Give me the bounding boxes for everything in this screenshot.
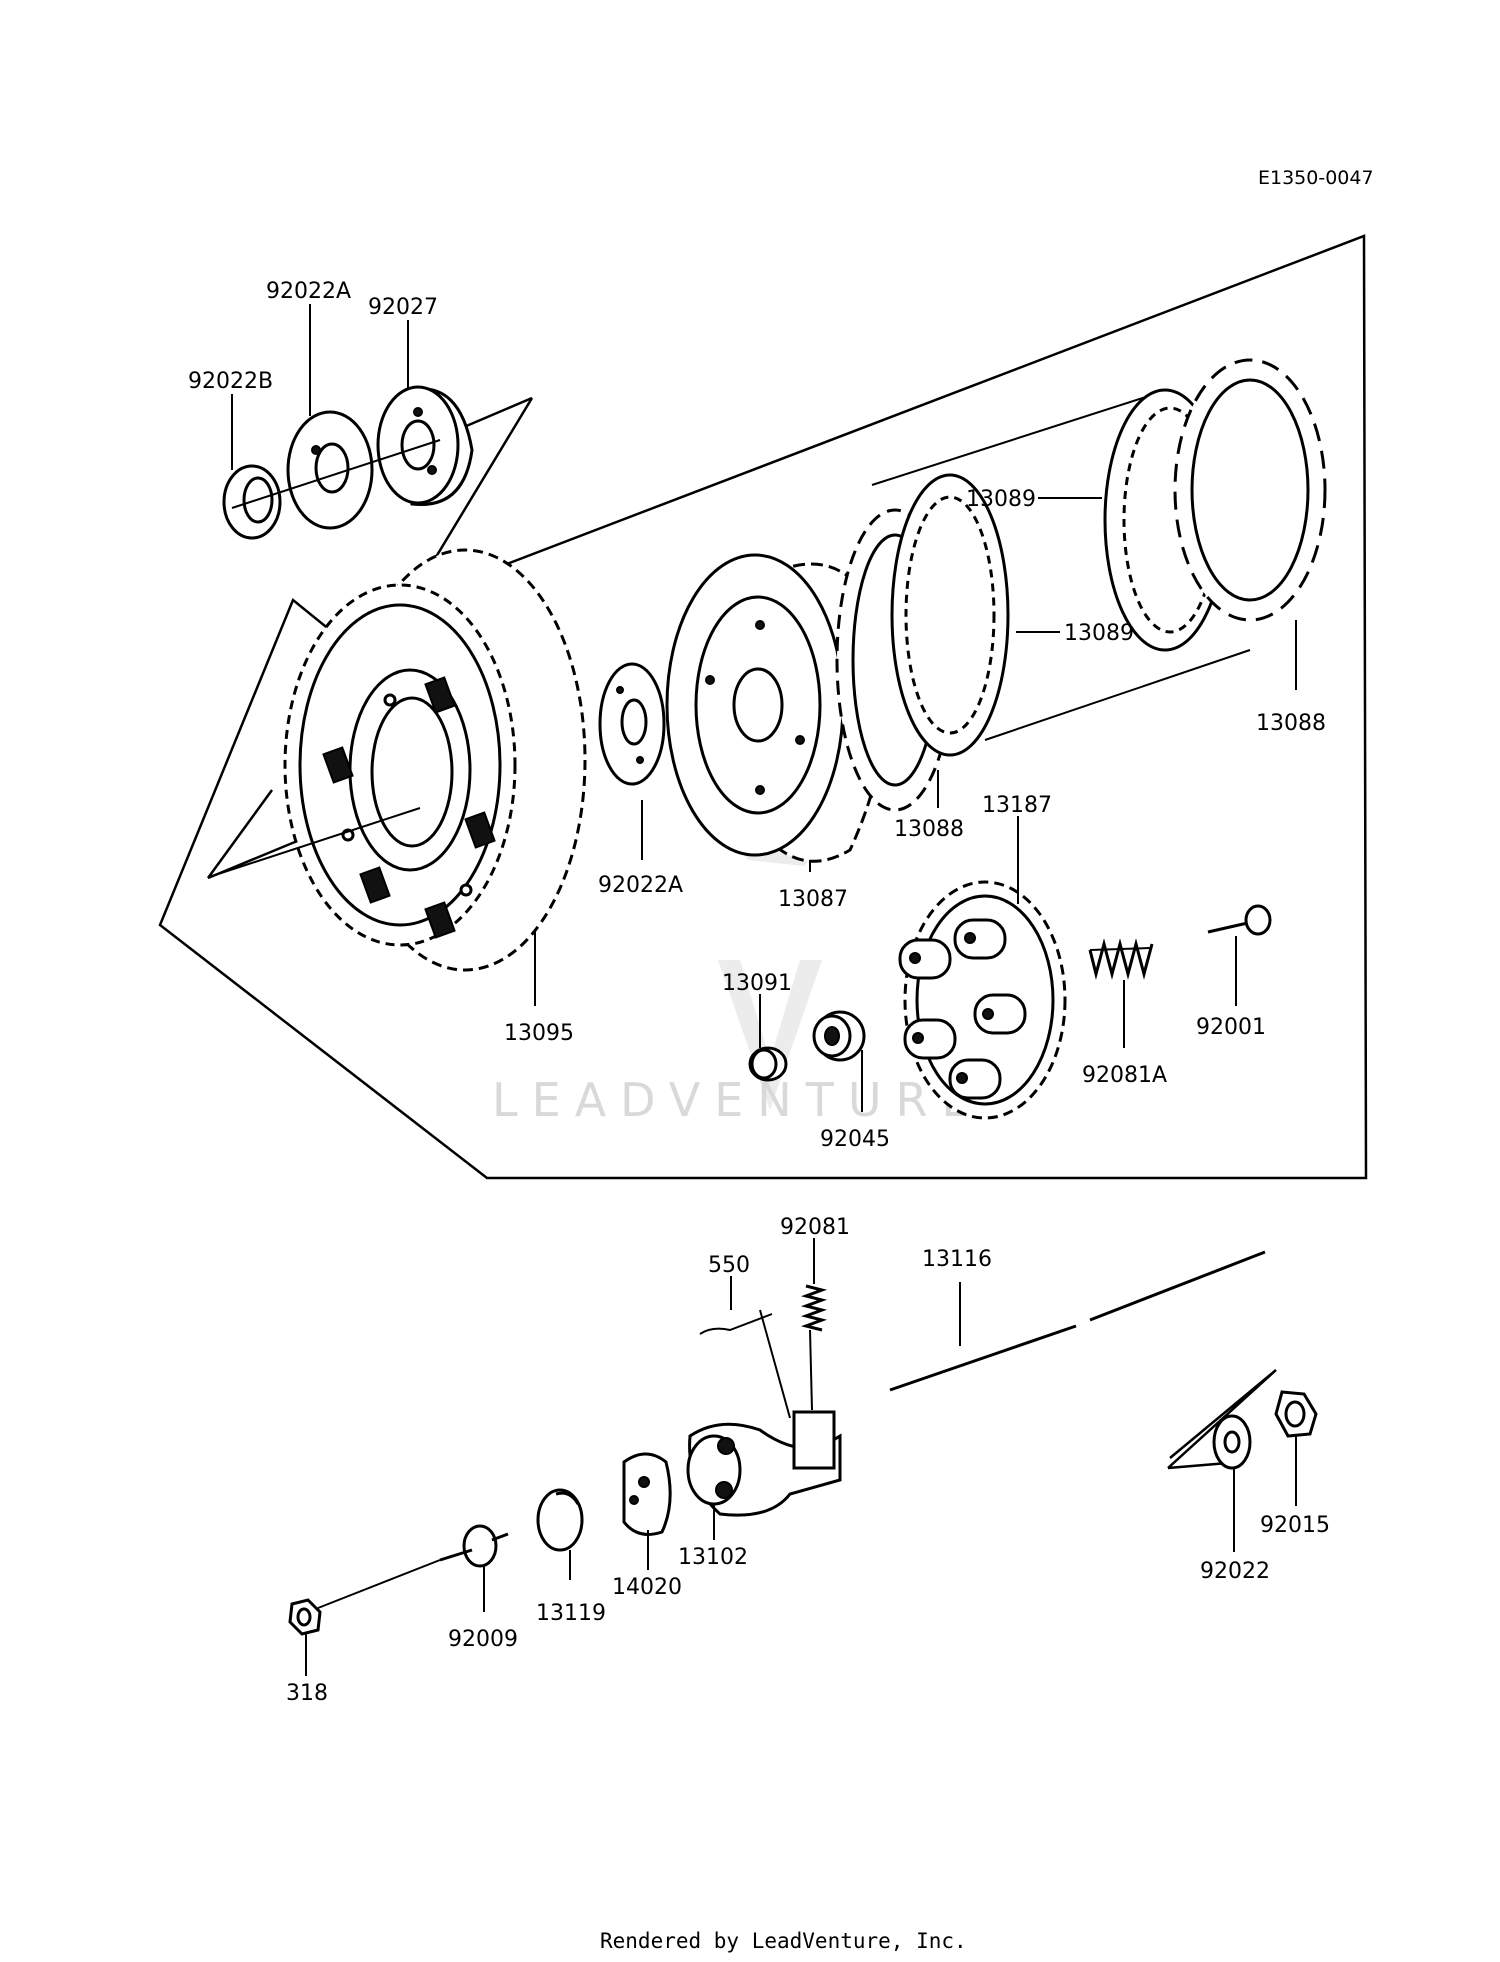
label-318: 318 (286, 1681, 328, 1706)
label-92081A: 92081A (1082, 1063, 1167, 1088)
part-13187-pressure-plate[interactable] (898, 880, 1067, 1120)
part-92022-washer[interactable] (1212, 1414, 1252, 1470)
diagram-reference-code: E1350-0047 (1258, 167, 1374, 189)
label-13187: 13187 (982, 793, 1052, 818)
label-92015: 92015 (1260, 1513, 1330, 1538)
part-92009-screw[interactable] (439, 1524, 509, 1568)
label-92001: 92001 (1196, 1015, 1266, 1040)
label-92022: 92022 (1200, 1559, 1270, 1584)
part-92022A-washer-mid[interactable] (598, 662, 666, 786)
part-13095-clutch-housing-gear[interactable] (283, 548, 587, 972)
svg-text:LEADVENTURE: LEADVENTURE (492, 1073, 985, 1127)
assembly-outline-lower (1167, 1369, 1277, 1469)
part-13119-cam[interactable] (536, 1488, 584, 1552)
label-92022A-mid: 92022A (598, 873, 683, 898)
part-92081-spring[interactable] (800, 1284, 828, 1332)
label-13091: 13091 (722, 971, 792, 996)
label-92045: 92045 (820, 1127, 890, 1152)
label-92022A-top: 92022A (266, 279, 351, 304)
part-92001-bolt[interactable] (1207, 904, 1272, 936)
assembly-outline-upper (158, 234, 1368, 1180)
part-550-cotter-pin[interactable] (699, 1313, 773, 1335)
part-92022A-washer-top[interactable] (286, 410, 374, 530)
footer-credit: Rendered by LeadVenture, Inc. (600, 1929, 967, 1953)
part-92045-bearing[interactable] (812, 1010, 866, 1062)
label-92081: 92081 (780, 1215, 850, 1240)
label-13102: 13102 (678, 1545, 748, 1570)
part-92015-nut[interactable] (1274, 1390, 1318, 1438)
part-92027-collar[interactable] (376, 385, 474, 507)
label-92022B: 92022B (188, 369, 273, 394)
part-14020-plate[interactable] (622, 1452, 672, 1536)
part-13091-cap[interactable] (748, 1046, 788, 1082)
label-92009: 92009 (448, 1627, 518, 1652)
label-13089-lower: 13089 (1064, 621, 1134, 646)
label-14020: 14020 (612, 1575, 682, 1600)
part-13102-release-lever[interactable] (686, 1410, 842, 1517)
part-13089-steel-plate-near[interactable] (890, 473, 1010, 757)
label-13116: 13116 (922, 1247, 992, 1272)
label-13119: 13119 (536, 1601, 606, 1626)
part-318-nut[interactable] (288, 1598, 322, 1636)
leader-lines (231, 304, 1297, 1676)
label-13087: 13087 (778, 887, 848, 912)
part-13088-friction-plate-far[interactable] (1173, 358, 1327, 622)
label-13089-upper: 13089 (966, 487, 1036, 512)
label-550: 550 (708, 1253, 750, 1278)
part-92081A-spring[interactable] (1088, 938, 1154, 980)
label-92027: 92027 (368, 295, 438, 320)
label-13095: 13095 (504, 1021, 574, 1046)
label-13088-near: 13088 (894, 817, 964, 842)
part-13116-push-rod[interactable] (889, 1250, 1266, 1392)
label-13088-far: 13088 (1256, 711, 1326, 736)
